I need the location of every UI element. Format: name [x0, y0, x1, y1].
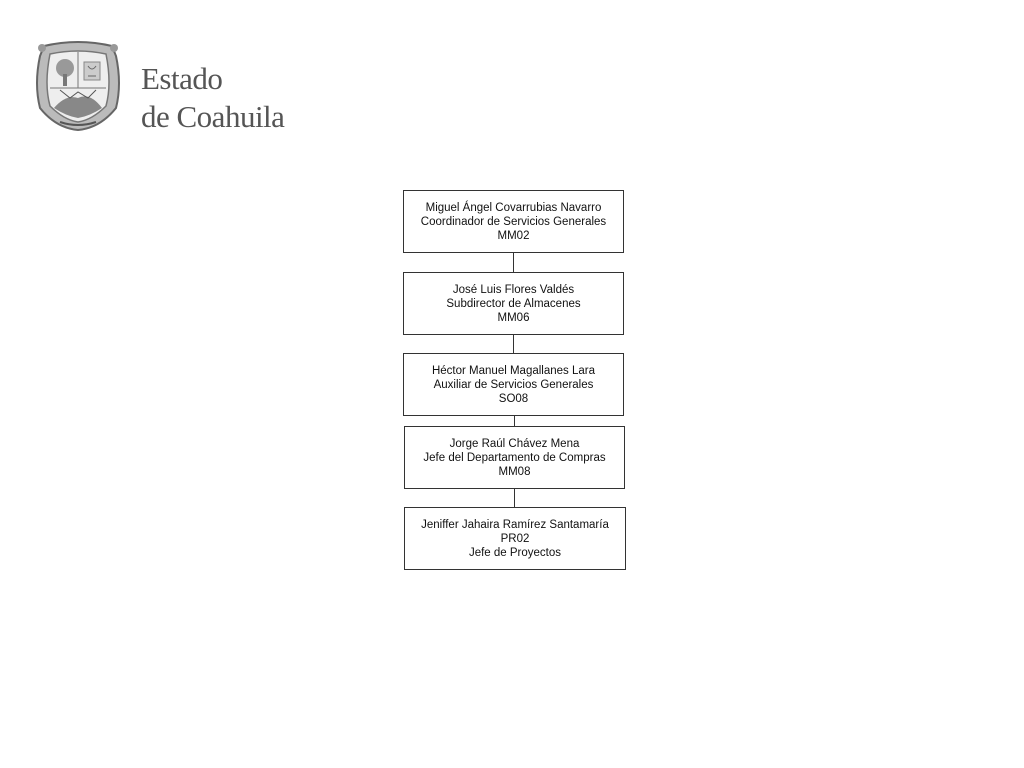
coahuila-coat-of-arms-icon — [36, 41, 120, 132]
org-node-3: Héctor Manuel Magallanes Lara Auxiliar d… — [403, 353, 624, 416]
connector — [513, 253, 514, 272]
node-role: Subdirector de Almacenes — [446, 297, 581, 310]
org-node-1: Miguel Ángel Covarrubias Navarro Coordin… — [403, 190, 624, 253]
node-code: SO08 — [498, 392, 529, 405]
node-name: Jorge Raúl Chávez Mena — [449, 437, 580, 450]
node-role: Jefe del Departamento de Compras — [423, 451, 606, 464]
connector — [514, 416, 515, 426]
node-role: Auxiliar de Servicios Generales — [433, 378, 594, 391]
node-code: MM08 — [498, 465, 531, 478]
logo-line-1: Estado — [141, 61, 223, 96]
node-code: PR02 — [500, 532, 530, 545]
node-code: MM02 — [497, 229, 530, 242]
connector — [513, 335, 514, 353]
node-name: José Luis Flores Valdés — [452, 283, 575, 296]
org-node-2: José Luis Flores Valdés Subdirector de A… — [403, 272, 624, 335]
connector — [514, 489, 515, 507]
node-code: MM06 — [497, 311, 530, 324]
logo-line-2: de Coahuila — [141, 99, 285, 134]
org-node-5: Jeniffer Jahaira Ramírez Santamaría PR02… — [404, 507, 626, 570]
node-role: Coordinador de Servicios Generales — [420, 215, 607, 228]
node-role: Jefe de Proyectos — [468, 546, 562, 559]
node-name: Jeniffer Jahaira Ramírez Santamaría — [421, 518, 609, 531]
node-name: Héctor Manuel Magallanes Lara — [431, 364, 595, 377]
org-node-4: Jorge Raúl Chávez Mena Jefe del Departam… — [404, 426, 625, 489]
node-name: Miguel Ángel Covarrubias Navarro — [425, 201, 602, 214]
logo-wordmark: Estado de Coahuila — [141, 60, 285, 136]
